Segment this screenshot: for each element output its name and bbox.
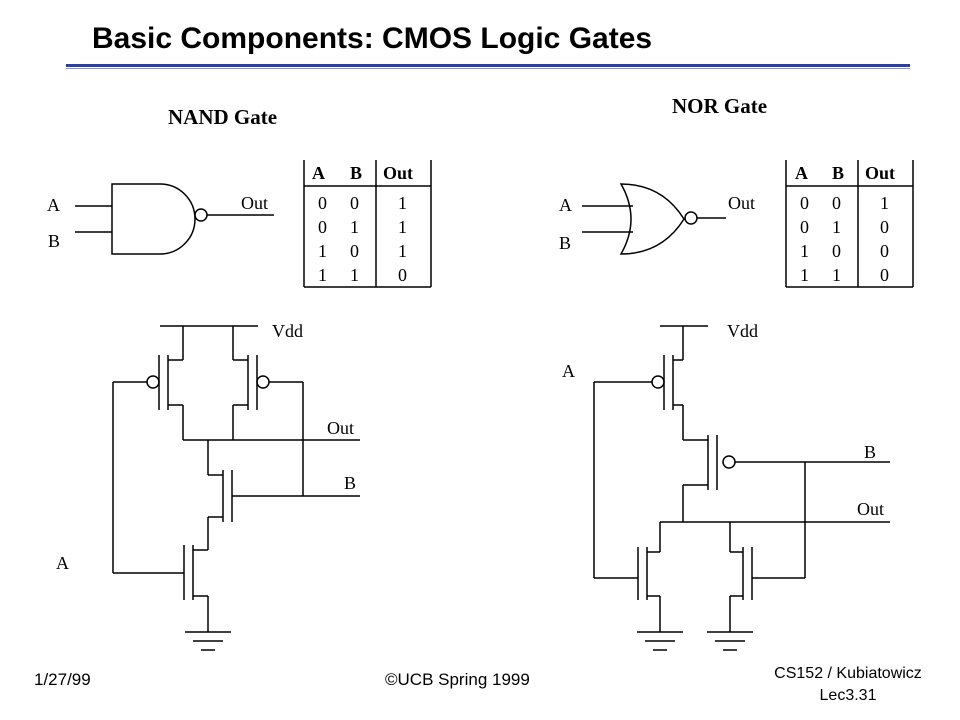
- table-cell: 0: [832, 193, 841, 213]
- table-cell: 1: [800, 241, 809, 261]
- title-underline-shadow: [66, 68, 910, 69]
- nor-circuit-out-label: Out: [857, 499, 884, 519]
- table-cell: 1: [398, 217, 407, 237]
- nor-heading: NOR Gate: [672, 94, 767, 118]
- nor-vdd-label: Vdd: [727, 321, 758, 341]
- nand-truth-table-frame: [303, 160, 432, 288]
- nor-table-headers: A B Out: [795, 163, 895, 183]
- nor-circuit-a-label: A: [562, 361, 575, 381]
- slide-title: Basic Components: CMOS Logic Gates: [92, 22, 653, 55]
- table-cell: 0: [800, 193, 809, 213]
- nor-table-header-a: A: [795, 163, 808, 183]
- footer-lecture: Lec3.31: [819, 687, 877, 704]
- footer-course: CS152 / Kubiatowicz: [774, 665, 922, 682]
- table-cell: 1: [318, 265, 327, 285]
- nand-circuit-a-label: A: [56, 553, 69, 573]
- nor-input-a-label: A: [559, 195, 572, 215]
- table-cell: 0: [318, 217, 327, 237]
- nand-vdd-label: Vdd: [272, 321, 303, 341]
- table-cell: 1: [832, 265, 841, 285]
- table-cell: 0: [880, 241, 889, 261]
- nor-input-b-label: B: [559, 233, 571, 253]
- nor-cmos-circuit: [593, 325, 890, 651]
- table-cell: 1: [880, 193, 889, 213]
- table-cell: 1: [398, 241, 407, 261]
- table-cell: 0: [398, 265, 407, 285]
- nand-input-a-label: A: [47, 195, 60, 215]
- table-cell: 1: [350, 265, 359, 285]
- nand-cmos-circuit: [112, 325, 360, 651]
- table-cell: 0: [800, 217, 809, 237]
- table-cell: 1: [800, 265, 809, 285]
- table-cell: 0: [350, 193, 359, 213]
- nor-circuit-b-label: B: [864, 442, 876, 462]
- nor-table-header-out: Out: [865, 163, 895, 183]
- table-cell: 1: [350, 217, 359, 237]
- table-cell: 0: [832, 241, 841, 261]
- title-underline: [66, 64, 910, 67]
- table-cell: 0: [350, 241, 359, 261]
- nand-heading: NAND Gate: [168, 105, 277, 129]
- nand-input-b-label: B: [48, 231, 60, 251]
- nand-circuit-out-label: Out: [327, 418, 354, 438]
- table-cell: 0: [318, 193, 327, 213]
- nor-output-label: Out: [728, 193, 755, 213]
- table-cell: 0: [880, 217, 889, 237]
- table-cell: 1: [318, 241, 327, 261]
- nor-table-header-b: B: [832, 163, 844, 183]
- nand-table-rows: 0 0 1 0 1 1 1 0 1 1 1 0: [318, 193, 407, 285]
- table-cell: 1: [832, 217, 841, 237]
- nor-truth-table-frame: [785, 160, 914, 288]
- nor-gate-symbol: [582, 183, 726, 255]
- nand-circuit-b-label: B: [344, 473, 356, 493]
- table-cell: 1: [398, 193, 407, 213]
- footer-copyright: ©UCB Spring 1999: [385, 670, 530, 689]
- nand-table-headers: A B Out: [312, 163, 413, 183]
- nand-gate-symbol: [75, 183, 274, 255]
- nand-table-header-b: B: [350, 163, 362, 183]
- table-cell: 0: [880, 265, 889, 285]
- footer-date: 1/27/99: [34, 670, 91, 689]
- nand-table-header-out: Out: [383, 163, 413, 183]
- nor-table-rows: 0 0 1 0 1 0 1 0 0 1 1 0: [800, 193, 889, 285]
- diagram-labels: NAND Gate NOR Gate A B Out A B Out 0 0 1…: [47, 94, 895, 573]
- nand-table-header-a: A: [312, 163, 325, 183]
- nand-output-label: Out: [241, 193, 268, 213]
